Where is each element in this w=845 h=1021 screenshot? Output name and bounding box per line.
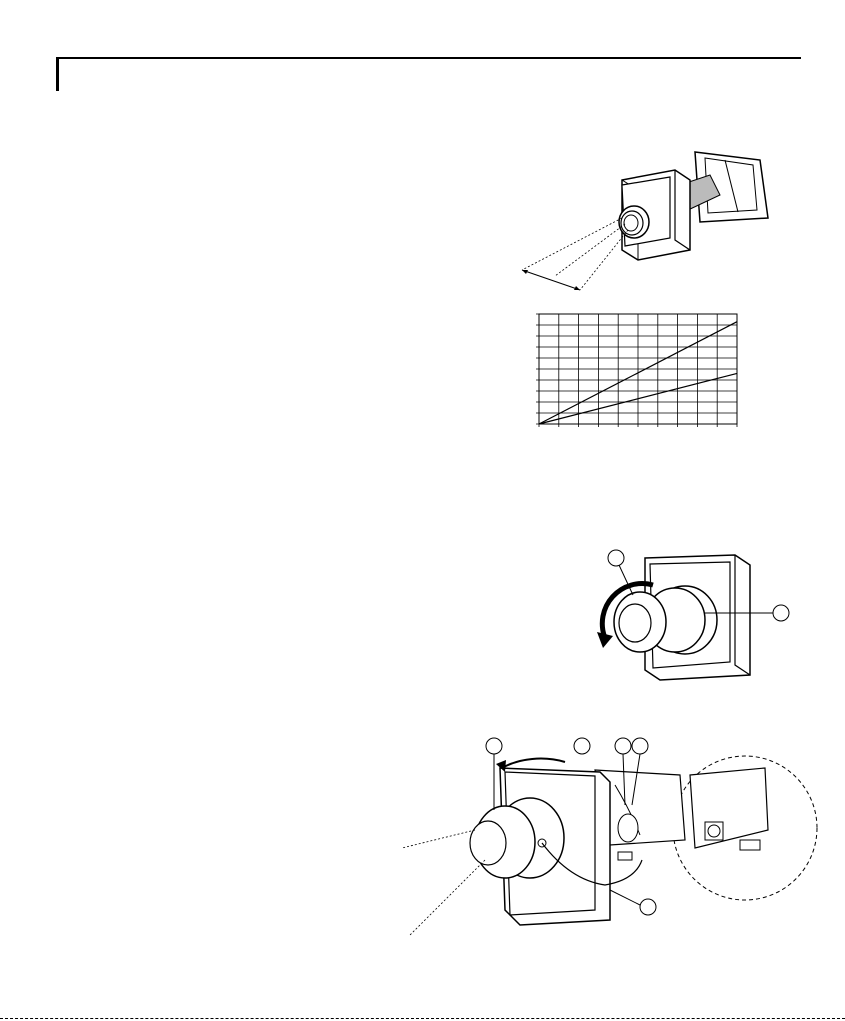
header-bar — [56, 57, 59, 91]
bottom-rule — [0, 1018, 845, 1019]
header-rule — [56, 57, 801, 59]
focal-distance-chart — [525, 308, 745, 433]
lens-connector-illustration — [400, 730, 840, 945]
camera-bracket-illustration — [510, 140, 780, 300]
lens-rotation-illustration — [585, 540, 805, 700]
